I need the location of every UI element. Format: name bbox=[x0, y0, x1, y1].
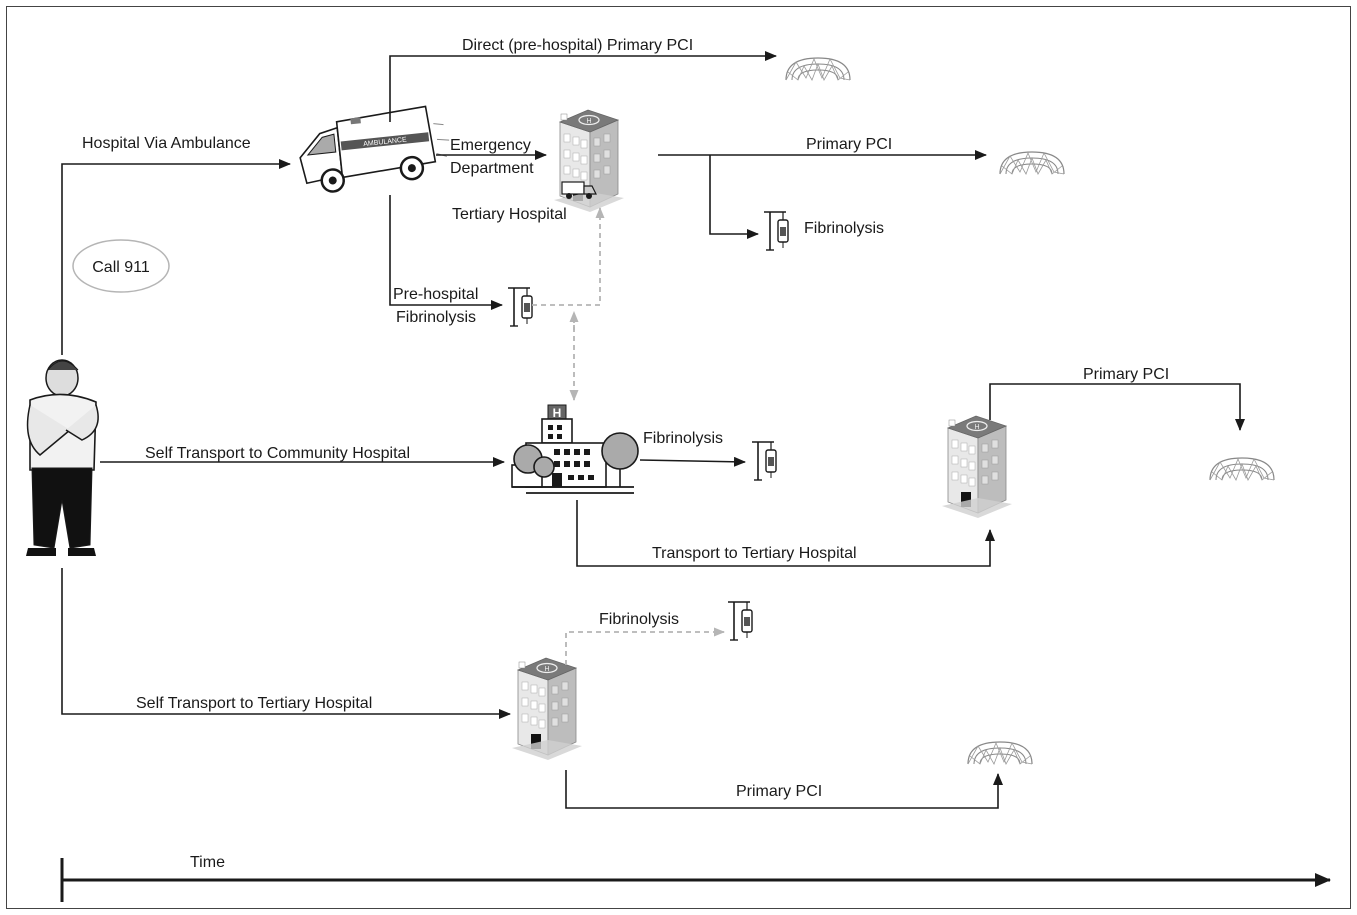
hospital-icon bbox=[511, 657, 583, 761]
arrow-primary-pci-bottom bbox=[565, 770, 1003, 809]
ambulance-text: AMBULANCE bbox=[363, 137, 407, 149]
arrow-hospital-via-ambulance bbox=[61, 159, 291, 355]
label-primary-pci-mid: Primary PCI bbox=[1083, 366, 1169, 383]
stent-icon bbox=[999, 151, 1065, 175]
community-hospital-icon bbox=[511, 404, 639, 494]
ambulance-icon bbox=[561, 181, 597, 199]
dashed-arrow-fibrinolysis-bottom bbox=[565, 627, 725, 665]
iv-drip-icon bbox=[727, 601, 753, 641]
label-department: Department bbox=[450, 160, 534, 177]
ambulance-icon: AMBULANCE bbox=[299, 105, 450, 193]
arrow-transport-tertiary bbox=[576, 500, 995, 567]
stent-icon bbox=[1209, 457, 1275, 481]
diagram-frame bbox=[6, 6, 1351, 909]
label-call-911: Call 911 bbox=[92, 259, 150, 276]
label-prehospital: Pre-hospital bbox=[393, 286, 478, 303]
label-primary-pci-top: Primary PCI bbox=[806, 136, 892, 153]
label-primary-pci-bottom: Primary PCI bbox=[736, 783, 822, 800]
label-tertiary-hospital: Tertiary Hospital bbox=[452, 206, 567, 223]
stent-icon bbox=[967, 741, 1033, 765]
iv-drip-icon bbox=[751, 441, 777, 481]
patient-icon bbox=[26, 359, 99, 556]
iv-drip-icon bbox=[763, 211, 789, 251]
label-self-transport-community: Self Transport to Community Hospital bbox=[145, 445, 410, 462]
arrow-fibrinolysis-mid bbox=[639, 456, 746, 467]
label-fibrinolysis-mid: Fibrinolysis bbox=[643, 430, 723, 447]
stent-icon bbox=[785, 57, 851, 81]
label-time: Time bbox=[190, 854, 225, 871]
label-transport-to-tertiary: Transport to Tertiary Hospital bbox=[652, 545, 857, 562]
label-emergency: Emergency bbox=[450, 137, 531, 154]
arrow-direct-pci bbox=[389, 51, 777, 122]
label-direct-pci: Direct (pre-hospital) Primary PCI bbox=[462, 37, 693, 54]
arrow-primary-pci-mid bbox=[989, 383, 1245, 431]
label-fibrinolysis-top: Fibrinolysis bbox=[804, 220, 884, 237]
iv-drip-icon bbox=[507, 287, 533, 327]
call-911-bubble bbox=[72, 239, 170, 293]
dashed-arrow-to-tertiary bbox=[532, 207, 605, 306]
hospital-icon bbox=[941, 415, 1013, 519]
label-fibrinolysis-bottom: Fibrinolysis bbox=[599, 611, 679, 628]
label-self-transport-tertiary: Self Transport to Tertiary Hospital bbox=[136, 695, 372, 712]
arrow-fibrinolysis-top bbox=[709, 155, 759, 239]
arrow-self-transport-tertiary bbox=[61, 568, 511, 719]
arrow-prehospital-fibrinolysis bbox=[389, 195, 503, 310]
label-prehospital-fibrinolysis: Fibrinolysis bbox=[396, 309, 476, 326]
label-hospital-via-ambulance: Hospital Via Ambulance bbox=[82, 135, 251, 152]
